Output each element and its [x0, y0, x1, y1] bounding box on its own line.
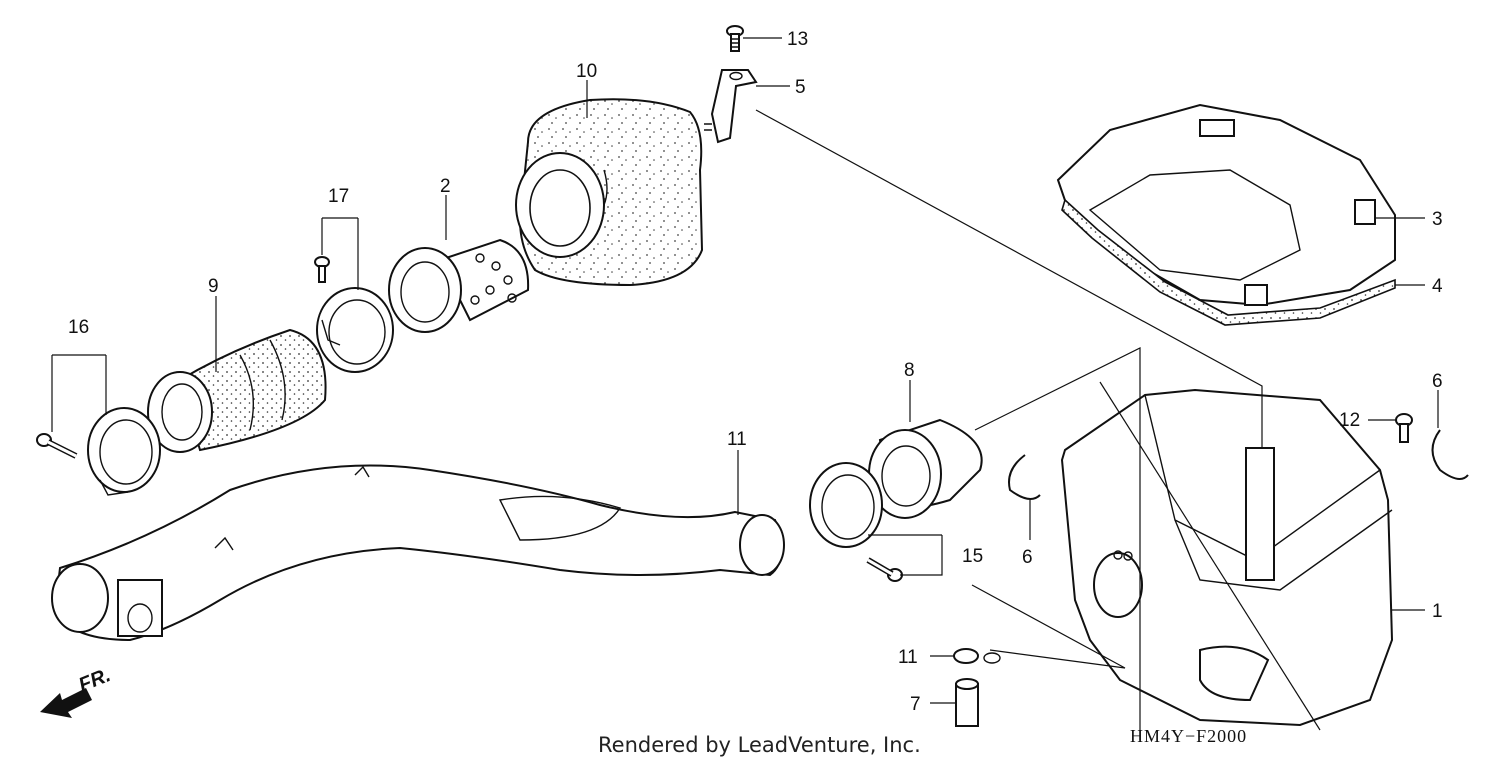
leader-assembly-5-1 — [755, 109, 1263, 448]
filter-holder-2 — [388, 238, 530, 333]
callout-15: 15 — [962, 546, 983, 567]
leader-15 — [868, 534, 943, 576]
screw-16 — [36, 433, 78, 459]
front-direction-arrow: FR. — [40, 664, 114, 718]
leader-16 — [51, 354, 107, 432]
callout-17: 17 — [328, 186, 349, 207]
band-17 — [316, 287, 394, 373]
intake-duct-11 — [51, 464, 785, 642]
connecting-tube-9 — [147, 328, 327, 453]
seal-4 — [1061, 198, 1396, 326]
callout-9: 9 — [208, 276, 219, 297]
callout-5: 5 — [795, 77, 806, 98]
bracket-5 — [704, 69, 758, 144]
clip-6-right — [1431, 429, 1469, 480]
callout-11: 11 — [727, 429, 747, 450]
bolt-13 — [1395, 413, 1413, 443]
cover-3 — [1056, 103, 1396, 307]
callout-8: 8 — [904, 360, 915, 381]
air-filter-10 — [515, 98, 704, 287]
leader-assembly-3-1 — [1099, 381, 1321, 731]
drain-tube-7 — [955, 678, 979, 727]
clip-6-left — [1008, 454, 1041, 500]
callout-12: 11 — [898, 647, 918, 668]
bolt-14 — [726, 25, 744, 52]
band-15 — [809, 462, 883, 548]
callout-10: 10 — [576, 61, 597, 82]
callout-6-right: 6 — [1432, 371, 1443, 392]
case-1 — [1060, 388, 1394, 727]
front-direction-label: FR. — [76, 664, 114, 696]
clamp-12 — [953, 648, 1001, 664]
diagram-code: HM4Y−F2000 — [1130, 726, 1247, 746]
callout-6-left: 6 — [1022, 547, 1033, 568]
callout-4: 4 — [1432, 276, 1443, 297]
credit-text: Rendered by LeadVenture, Inc. — [598, 733, 921, 757]
leader-17 — [321, 217, 359, 290]
callout-7: 7 — [910, 694, 921, 715]
callout-1: 1 — [1432, 601, 1443, 622]
band-16 — [87, 407, 161, 496]
callout-2: 2 — [440, 176, 451, 197]
screw-15 — [866, 557, 903, 582]
callout-3: 3 — [1432, 209, 1443, 230]
leader-assembly-12-1 — [971, 584, 1126, 669]
callout-13: 12 — [1339, 410, 1360, 431]
callout-16: 16 — [68, 317, 89, 338]
callout-14: 13 — [787, 29, 808, 50]
joint-8 — [868, 418, 983, 519]
leader-assembly-8-1 — [974, 347, 1141, 740]
screw-17 — [314, 256, 330, 283]
